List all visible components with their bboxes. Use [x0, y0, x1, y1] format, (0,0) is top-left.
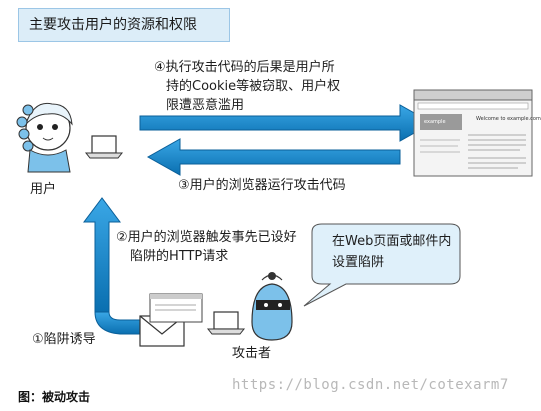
- attacker-figure: [251, 272, 293, 341]
- step4-text-line2: 持的Cookie等被窃取、用户权: [166, 79, 341, 94]
- arrow-step3: [146, 138, 401, 176]
- diagram-title: 主要攻击用户的资源和权限: [18, 8, 230, 42]
- user-figure: [16, 102, 73, 173]
- webpage-icon: [149, 293, 203, 323]
- callout-text-line2: 设置陷阱: [332, 255, 385, 270]
- browser-heading: Welcome to example.com: [476, 116, 541, 122]
- callout-bubble: [303, 223, 461, 307]
- user-label: 用户: [30, 182, 57, 197]
- step4-text-line3: 限遭恶意滥用: [166, 98, 245, 113]
- arrow-step1: [83, 197, 121, 313]
- attacker-label: 攻击者: [232, 346, 272, 361]
- figure-caption: 图：被动攻击: [18, 390, 91, 404]
- callout-text-line1: 在Web页面或邮件内: [332, 234, 452, 249]
- user-laptop: [84, 135, 124, 159]
- step4-text-line1: ④执行攻击代码的后果是用户所: [154, 60, 335, 75]
- watermark: https://blog.csdn.net/cotexarm7: [232, 377, 509, 393]
- browser-window: [413, 89, 533, 177]
- step3-text: ③用户的浏览器运行攻击代码: [178, 178, 346, 193]
- attacker-laptop: [206, 311, 246, 335]
- step1-text: ①陷阱诱导: [32, 332, 96, 347]
- step2-text-line1: ②用户的浏览器触发事先已设好: [116, 230, 297, 245]
- browser-logo: example: [424, 119, 446, 125]
- step2-text-line2: 陷阱的HTTP请求: [130, 249, 229, 264]
